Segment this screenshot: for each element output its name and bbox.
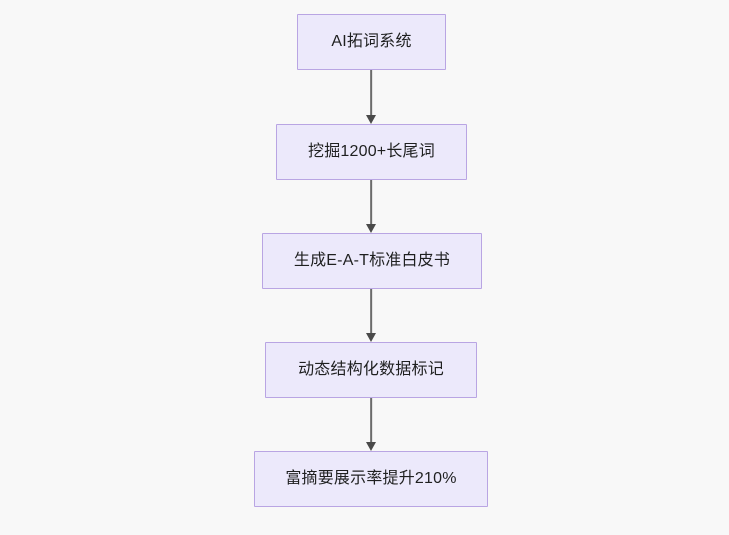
flow-node-label: 富摘要展示率提升210% (285, 470, 457, 487)
arrowhead-icon (366, 442, 376, 451)
flow-node-label: 动态结构化数据标记 (298, 361, 444, 378)
arrowhead-icon (366, 115, 376, 124)
edge-line (370, 70, 372, 116)
edge-line (370, 180, 372, 225)
flow-node-label: 挖掘1200+长尾词 (308, 143, 435, 160)
arrowhead-icon (366, 333, 376, 342)
flow-node-mine-longtail-keywords[interactable]: 挖掘1200+长尾词 (276, 124, 467, 180)
flow-node-rich-snippet-rate-increase[interactable]: 富摘要展示率提升210% (254, 451, 488, 507)
flow-node-ai-keyword-system[interactable]: AI拓词系统 (297, 14, 446, 70)
arrowhead-icon (366, 224, 376, 233)
flow-node-label: 生成E-A-T标准白皮书 (293, 252, 451, 269)
edge-line (370, 398, 372, 443)
flow-node-dynamic-structured-data-markup[interactable]: 动态结构化数据标记 (265, 342, 477, 398)
flow-node-label: AI拓词系统 (331, 33, 412, 50)
edge-line (370, 289, 372, 334)
flow-node-generate-eat-whitepaper[interactable]: 生成E-A-T标准白皮书 (262, 233, 482, 289)
